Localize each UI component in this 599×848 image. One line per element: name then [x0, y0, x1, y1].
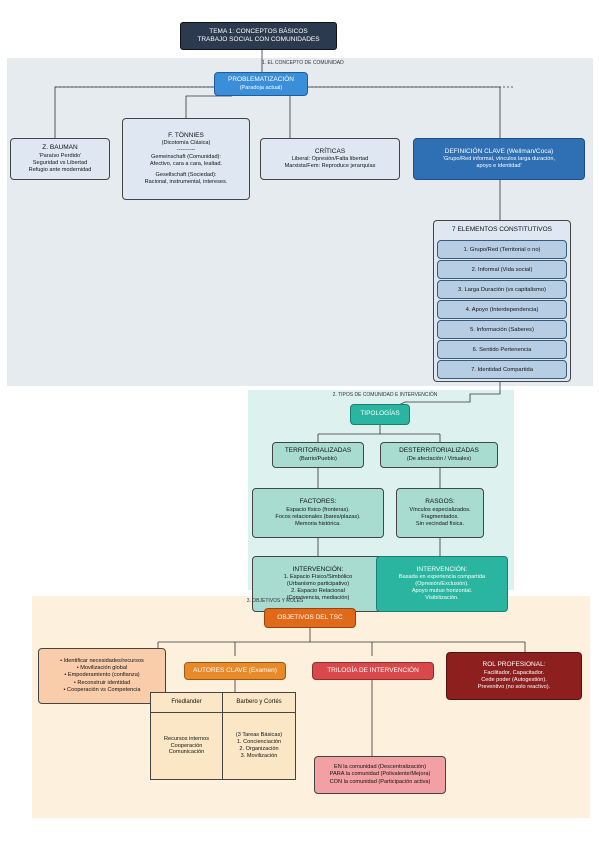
autores-table — [150, 692, 296, 780]
autores-table-divider-h — [150, 712, 296, 713]
problematizacion-box: PROBLEMATIZACIÓN (Paradoja actual) — [214, 72, 308, 96]
section-label-2: 2. TIPOS DE COMUNIDAD E INTERVENCIÓN — [332, 392, 438, 398]
title-line-2: TRABAJO SOCIAL CON COMUNIDADES — [197, 36, 320, 43]
trilogia-box: TRILOGÍA DE INTERVENCIÓN — [312, 662, 434, 680]
tipologias-box: TIPOLOGÍAS — [350, 404, 410, 425]
barbero-header: Barbero y Cortés — [236, 698, 282, 705]
territorializadas-box: TERRITORIALIZADAS (Barrio/Pueblo) — [272, 442, 364, 468]
elemento-item-4: 4. Apoyo (Interdependencia) — [437, 300, 567, 319]
objetivos-box: OBJETIVOS DEL TSC — [264, 608, 356, 628]
objetivos-list-box: • Identificar necesidades/recursos • Mov… — [38, 648, 166, 704]
barbero-content: (3 Tareas Básicas) 1. Concienciación 2. … — [235, 732, 283, 759]
friedlander-header: Friedlander — [171, 698, 202, 705]
title-box: TEMA 1: CONCEPTOS BÁSICOS TRABAJO SOCIAL… — [180, 22, 337, 50]
rasgos-box: RASGOS: Vínculos especializados. Fragmen… — [396, 488, 484, 538]
trilogia-list-box: EN la comunidad (Descentralización) PARA… — [314, 756, 446, 794]
bauman-box: Z. BAUMAN 'Paraíso Perdido' Seguridad vs… — [10, 138, 110, 180]
desterritorializadas-box: DESTERRITORIALIZADAS (De afectación / Vi… — [380, 442, 498, 468]
elementos-title: 7 ELEMENTOS CONSTITUTIVOS — [452, 226, 552, 233]
autores-box: AUTORES CLAVE (Examen) — [184, 662, 286, 680]
criticas-box: CRÍTICAS Liberal: Opresión/Falta liberta… — [260, 138, 400, 180]
section-label-1: 1. EL CONCEPTO DE COMUNIDAD — [262, 60, 344, 66]
elemento-item-1: 1. Grupo/Red (Territorial o no) — [437, 240, 567, 259]
section-label-3: 3. OBJETIVOS Y ROLES — [246, 598, 304, 604]
rol-profesional-box: ROL PROFESIONAL: Facilitador, Capacitado… — [446, 652, 582, 700]
elemento-item-2: 2. Informal (Vida social) — [437, 260, 567, 279]
intervencion-desterritorial-box: INTERVENCIÓN: Basada en experiencia comp… — [376, 556, 508, 612]
factores-box: FACTORES: Espacio físico (fronteras). Fo… — [252, 488, 384, 538]
autores-table-divider-v — [222, 692, 223, 780]
definicion-box: DEFINICIÓN CLAVE (Wellman/Coca) 'Grupo/R… — [413, 138, 585, 180]
elemento-item-7: 7. Identidad Compartida — [437, 360, 567, 379]
section-objetivos — [32, 596, 590, 818]
tonnies-box: F. TÖNNIES (Dicotomía Clásica) ---------… — [122, 118, 250, 200]
friedlander-content: Recursos internos Cooperación Comunicaci… — [163, 735, 210, 756]
elemento-item-5: 5. Información (Saberes) — [437, 320, 567, 339]
elemento-item-3: 3. Larga Duración (vs capitalismo) — [437, 280, 567, 299]
title-line-1: TEMA 1: CONCEPTOS BÁSICOS — [209, 27, 308, 35]
elemento-item-6: 6. Sentido Pertenencia — [437, 340, 567, 359]
